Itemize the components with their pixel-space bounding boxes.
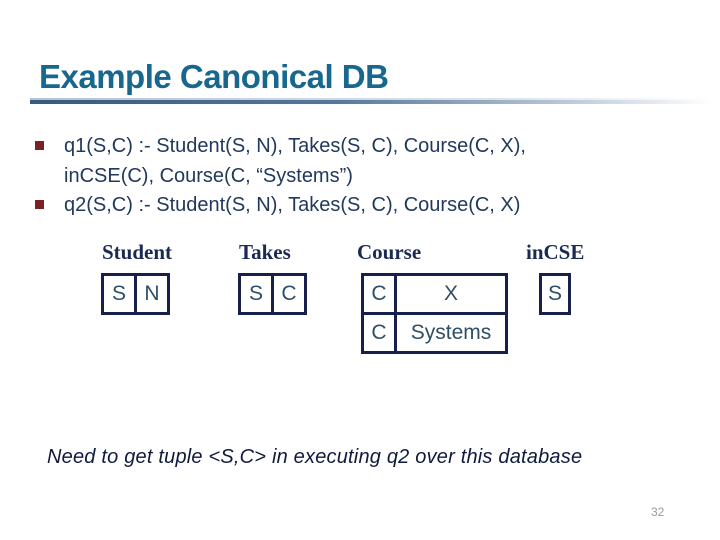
title-underline-highlight: [30, 98, 712, 100]
course-row1-cell-x: X: [394, 273, 508, 315]
bullet-square-icon: [35, 200, 44, 209]
relation-incse: inCSE S: [525, 240, 584, 315]
bullet-item-q2: q2(S,C) :- Student(S, N), Takes(S, C), C…: [64, 190, 520, 220]
bullet-q2-line-1: q2(S,C) :- Student(S, N), Takes(S, C), C…: [64, 194, 521, 216]
course-row2-cell-c: C: [361, 312, 397, 354]
relation-takes-table: S C: [238, 273, 307, 315]
table-row: C X: [361, 273, 508, 315]
relation-course-label: Course: [357, 240, 422, 264]
relation-takes: Takes S C: [238, 240, 307, 315]
relation-student-table: S N: [101, 273, 170, 315]
bullet-q1-line-2: inCSE(C), Course(C, “Systems”): [64, 165, 353, 187]
table-row: S: [539, 273, 571, 315]
relation-incse-table: S: [539, 273, 571, 315]
relation-student: Student S N: [101, 240, 172, 315]
incse-cell-s: S: [539, 273, 571, 315]
title-underline-rule: [30, 98, 712, 104]
slide-title: Example Canonical DB: [39, 58, 389, 95]
page-number: 32: [651, 505, 665, 519]
title-underline-gradient: [30, 100, 712, 104]
course-row2-cell-systems: Systems: [394, 312, 508, 354]
course-row1-cell-c: C: [361, 273, 397, 315]
relation-course: Course C X C Systems: [356, 240, 508, 354]
bullet-item-q1: q1(S,C) :- Student(S, N), Takes(S, C), C…: [64, 131, 526, 191]
table-row: S N: [101, 273, 170, 315]
relation-student-label: Student: [102, 240, 173, 264]
relation-course-table: C X C Systems: [361, 273, 508, 354]
bullet-square-icon: [35, 141, 44, 150]
table-row: C Systems: [361, 312, 508, 354]
student-cell-s: S: [101, 273, 137, 315]
takes-cell-s: S: [238, 273, 274, 315]
bullet-q1-line-1: q1(S,C) :- Student(S, N), Takes(S, C), C…: [64, 135, 526, 157]
table-row: S C: [238, 273, 307, 315]
relation-takes-label: Takes: [239, 240, 291, 264]
relation-incse-label: inCSE: [526, 240, 585, 264]
takes-cell-c: C: [271, 273, 307, 315]
student-cell-n: N: [134, 273, 170, 315]
footer-note: Need to get tuple <S,C> in executing q2 …: [47, 446, 583, 468]
